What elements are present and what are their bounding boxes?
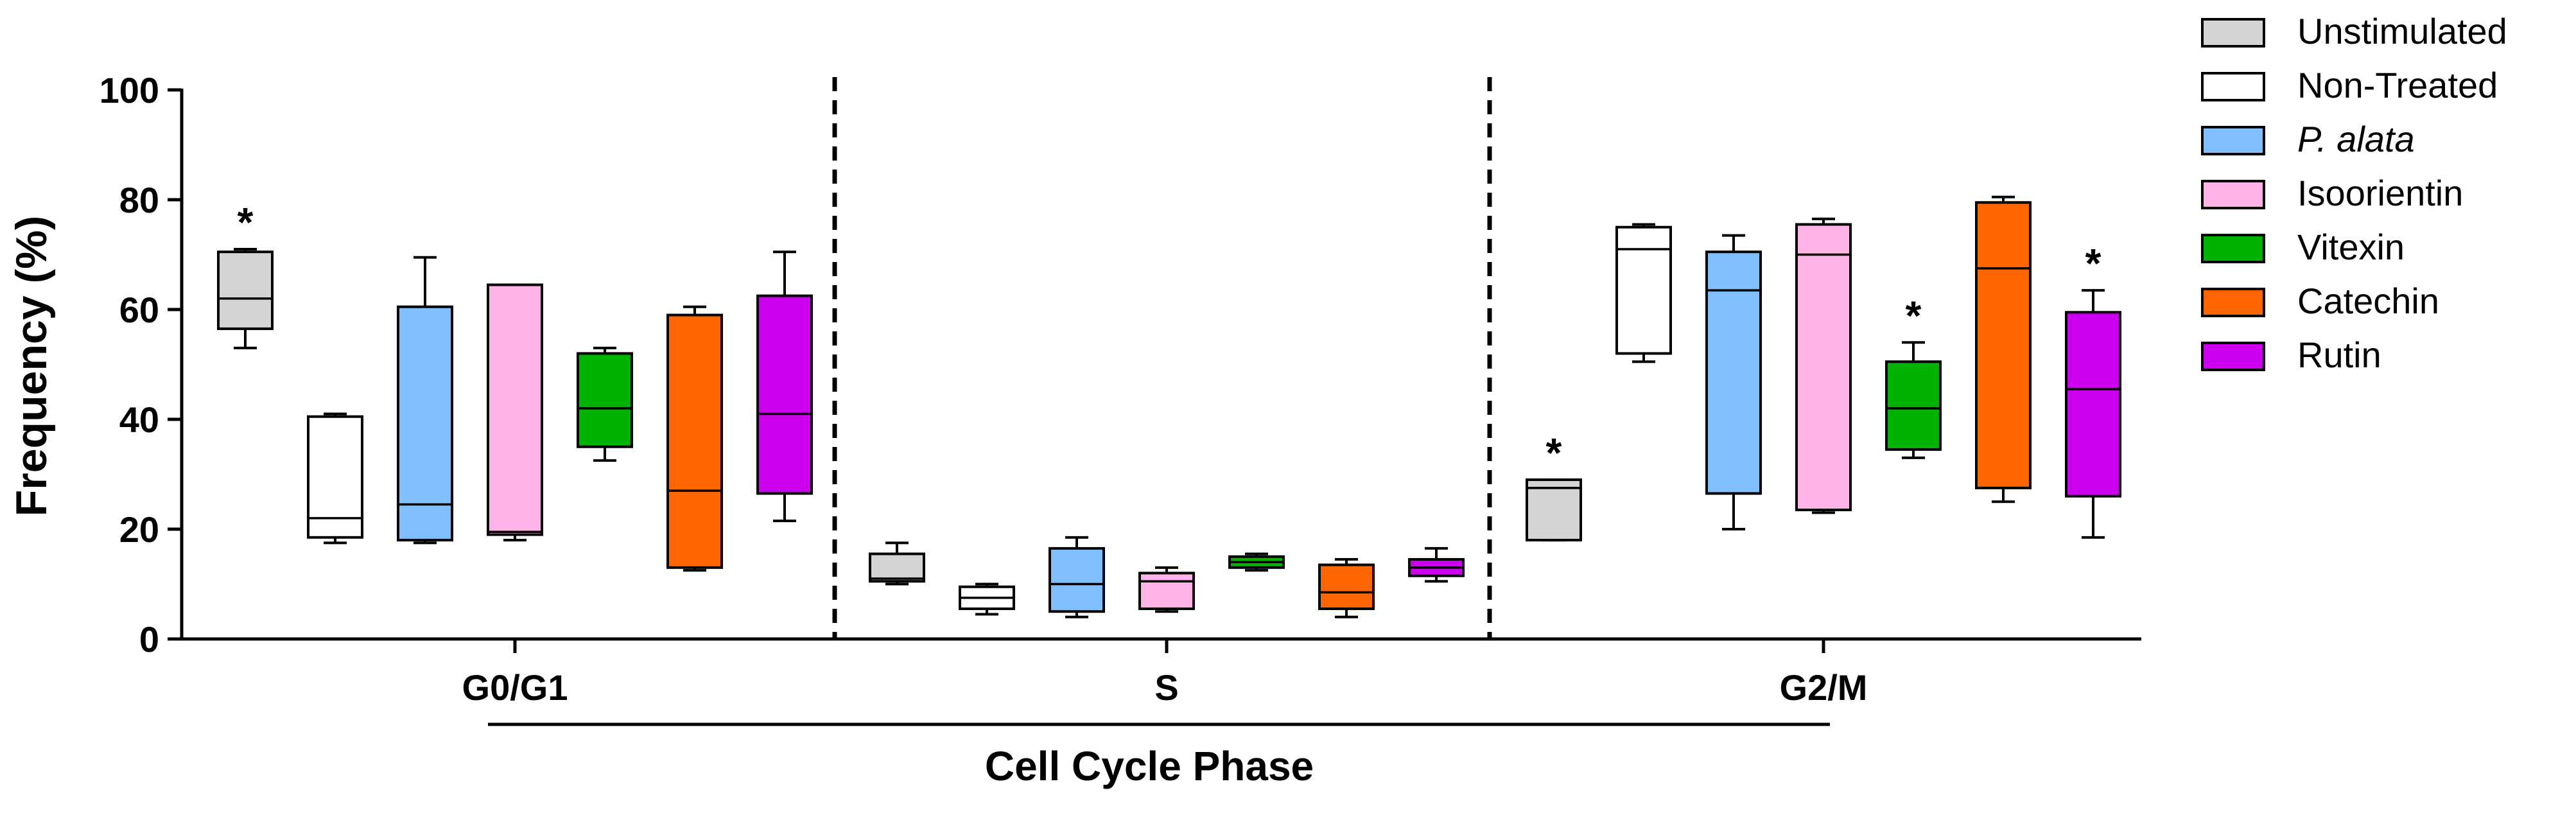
box-rutin — [1408, 546, 1465, 583]
legend-swatch — [2201, 234, 2265, 263]
y-tick-label: 20 — [119, 509, 159, 550]
x-tick-label: G2/M — [1780, 667, 1868, 708]
box-isoorientin — [1138, 566, 1195, 613]
box-non-treated — [307, 412, 363, 545]
legend-label: Vitexin — [2297, 227, 2405, 267]
x-axis-title: Cell Cycle Phase — [985, 743, 1314, 789]
iqr-box — [397, 305, 453, 542]
legend-swatch — [2201, 342, 2265, 371]
legend-label: Non-Treated — [2297, 65, 2498, 105]
box-vitexin — [577, 346, 633, 462]
iqr-box — [2065, 311, 2121, 498]
legend-item: Rutin — [2201, 335, 2381, 375]
box-unstimulated: * — [217, 199, 274, 349]
y-tick-label: 100 — [100, 70, 159, 110]
box-non-treated — [1615, 223, 1672, 363]
x-axis: G0/G1 S G2/M — [180, 637, 2141, 726]
box-unstimulated — [869, 541, 925, 586]
significance-marker: * — [2085, 240, 2102, 286]
iqr-box — [1975, 201, 2032, 489]
iqr-box — [756, 294, 813, 495]
legend-label: Isoorientin — [2297, 173, 2463, 213]
legend-label: P. alata — [2297, 119, 2415, 159]
legend-swatch — [2201, 288, 2265, 317]
box-catechin — [666, 305, 723, 572]
significance-marker: * — [1906, 292, 1922, 338]
box-isoorientin — [1795, 217, 1852, 514]
box-isoorientin — [487, 283, 543, 542]
iqr-box — [1795, 223, 1852, 512]
legend-swatch — [2201, 126, 2265, 155]
legend-label: Catechin — [2297, 281, 2439, 321]
box-series-group: * * * * — [217, 195, 2121, 618]
legend-item: Vitexin — [2201, 227, 2405, 267]
box-vitexin — [1228, 552, 1285, 572]
box-non-treated — [959, 582, 1015, 616]
iqr-box — [869, 552, 925, 583]
iqr-box — [1138, 572, 1195, 610]
y-axis-title: Frequency (%) — [7, 216, 56, 517]
legend-item: Unstimulated — [2201, 11, 2507, 51]
legend-swatch — [2201, 72, 2265, 101]
iqr-box — [577, 352, 633, 448]
x-tick-label: S — [1154, 667, 1178, 708]
legend-swatch — [2201, 180, 2265, 209]
y-tick-label: 60 — [119, 290, 159, 330]
box-rutin — [756, 250, 813, 523]
box-catechin — [1975, 195, 2032, 503]
legend-item: Catechin — [2201, 281, 2439, 321]
iqr-box — [1885, 360, 1942, 451]
legend-swatch — [2201, 18, 2265, 48]
box-p-alata — [1049, 536, 1105, 618]
legend-label: Unstimulated — [2297, 11, 2507, 51]
y-tick-label: 80 — [119, 180, 159, 220]
x-tick-label: G0/G1 — [462, 667, 568, 708]
iqr-box — [487, 283, 543, 536]
iqr-box — [1615, 225, 1672, 355]
legend-item: P. alata — [2201, 119, 2415, 159]
box-p-alata — [397, 256, 453, 545]
box-catechin — [1318, 558, 1375, 618]
iqr-box — [1705, 250, 1762, 495]
y-tick-label: 0 — [139, 619, 159, 660]
iqr-box — [217, 250, 274, 330]
legend-item: Isoorientin — [2201, 173, 2463, 213]
iqr-box — [1049, 546, 1105, 613]
plot-area — [832, 77, 1492, 639]
legend-label: Rutin — [2297, 335, 2381, 375]
y-tick-label: 40 — [119, 399, 159, 440]
significance-marker: * — [1546, 430, 1562, 476]
y-axis: 0 20 40 60 80 100 — [100, 70, 184, 660]
significance-marker: * — [238, 199, 254, 245]
legend-item: Non-Treated — [2201, 65, 2498, 105]
iqr-box — [1318, 563, 1375, 610]
box-p-alata — [1705, 234, 1762, 530]
box-rutin: * — [2065, 240, 2121, 539]
box-unstimulated: * — [1526, 430, 1582, 542]
box-vitexin: * — [1885, 292, 1942, 459]
iqr-box — [1526, 478, 1582, 542]
iqr-box — [666, 313, 723, 569]
